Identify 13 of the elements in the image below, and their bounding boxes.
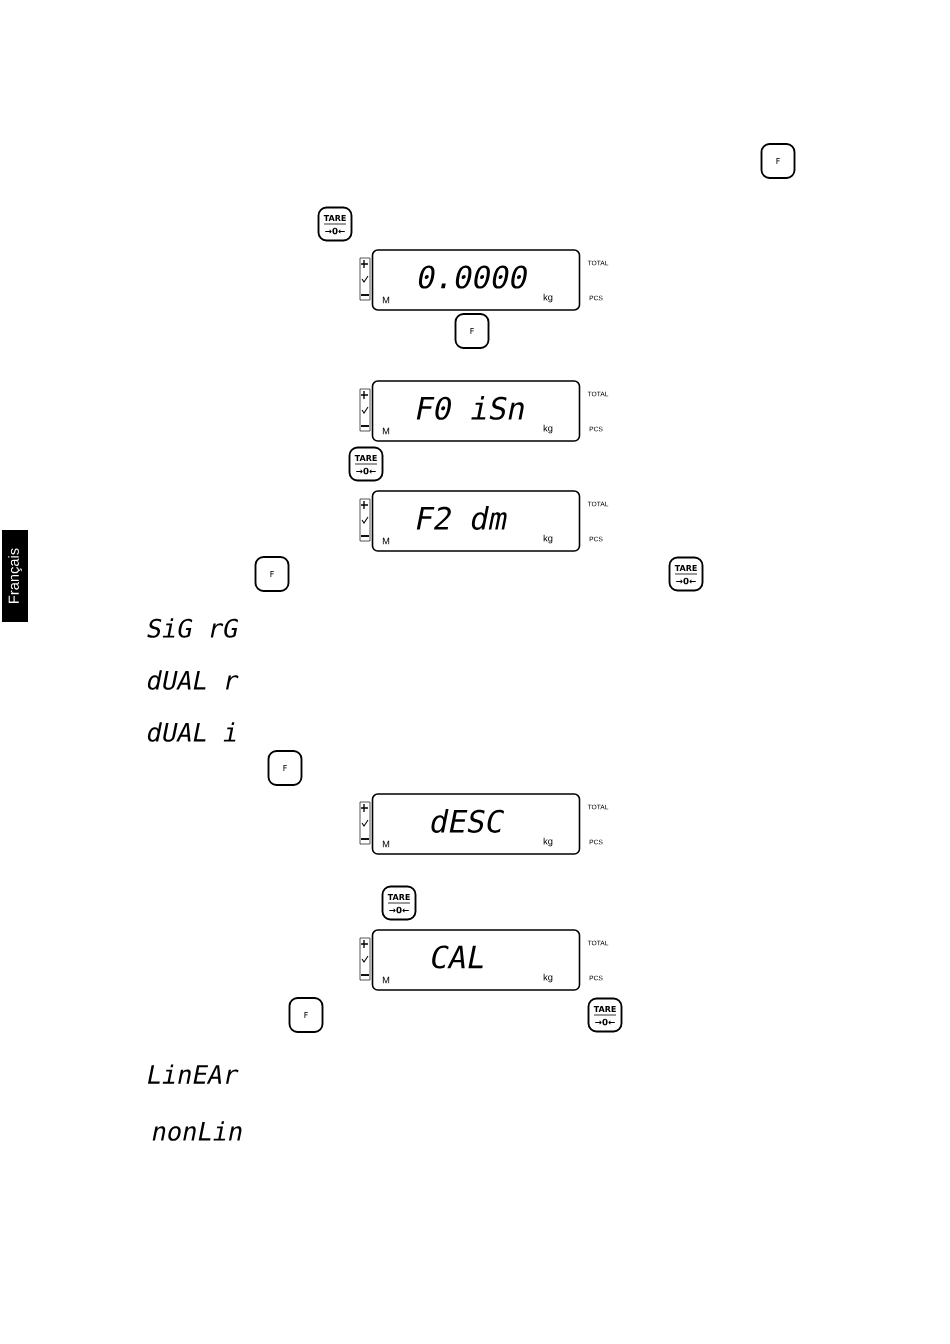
tare-key-button: TARE →0← [381,885,417,921]
tare-key-button: TARE →0← [668,556,704,592]
f-key-button: F [254,556,290,592]
f-key-button: F [288,997,324,1033]
f-key-button: F [267,750,303,786]
tare-key-button: TARE →0← [317,206,353,242]
tare-key-button: TARE →0← [348,446,384,482]
f-key-button: F [760,143,796,179]
segment-readout: dUAL r [147,670,239,690]
language-tab: Français [2,530,28,622]
f-key-button: F [454,313,490,349]
tare-key-button: TARE →0← [587,997,623,1033]
segment-readout: nonLin [152,1121,242,1141]
